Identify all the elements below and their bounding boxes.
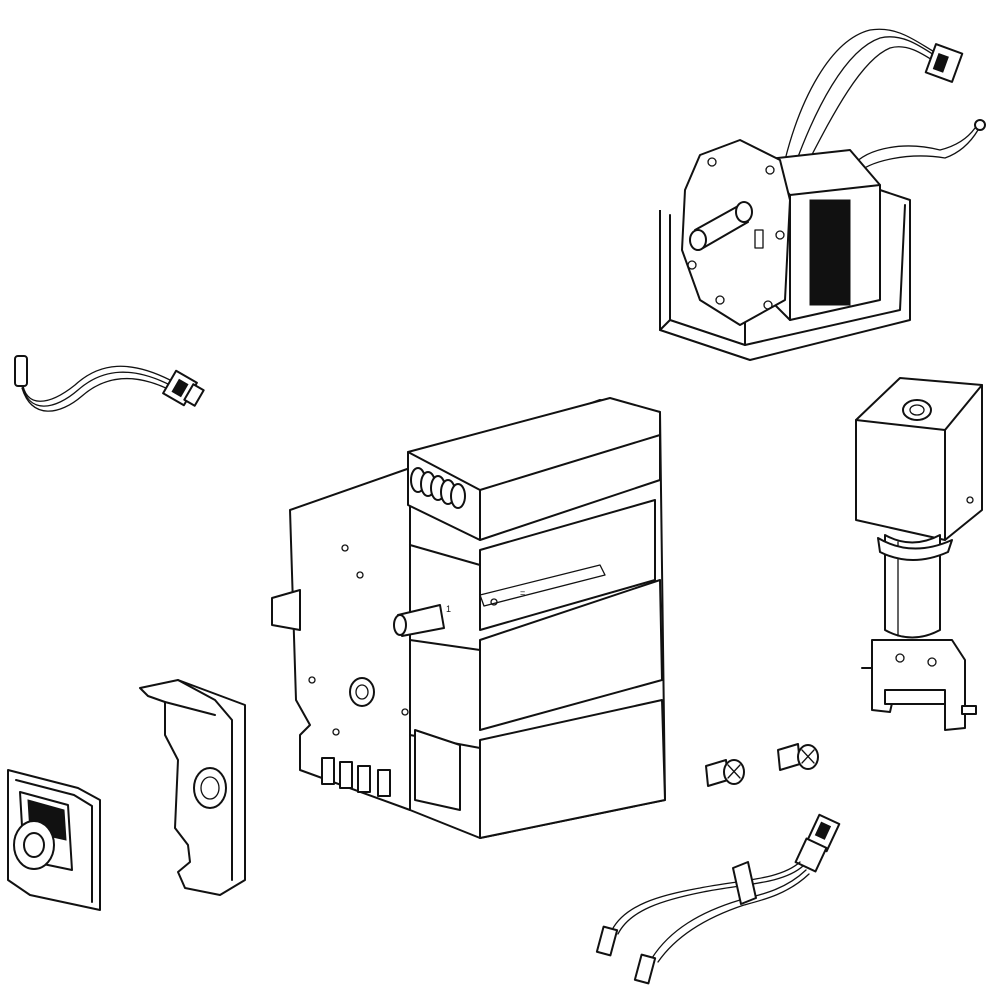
timer-gear-motor-assembly: [659, 28, 986, 361]
split-wire-harness: [595, 813, 841, 985]
mounting-screw-1: [705, 759, 745, 787]
metal-bracket: [139, 679, 246, 896]
module-gear-coil: [410, 467, 466, 509]
ice-maker-control-module: = 1: [271, 397, 666, 839]
svg-text:=: =: [520, 588, 525, 598]
solenoid-valve-actuator: [855, 377, 983, 731]
short-wire-harness: [14, 355, 205, 412]
svg-text:1: 1: [446, 604, 451, 614]
rubber-grommet-seal: [7, 769, 101, 911]
mounting-screw-2: [777, 743, 819, 771]
